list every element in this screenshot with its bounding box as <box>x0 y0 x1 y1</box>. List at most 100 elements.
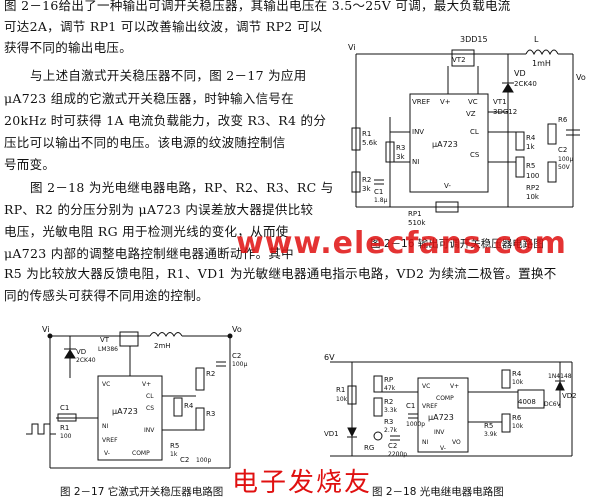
watermark-site: www.elecfans.com <box>236 226 567 261</box>
fig18-r5-label: R5 <box>484 422 493 430</box>
paragraph-3-line-4: μA723 内部的调整电路控制继电器通断动作。其中 <box>4 246 294 261</box>
fig17-pin-inv: INV <box>144 427 155 434</box>
fig16-inductor-value: 1mH <box>532 59 551 68</box>
fig18-pin-vplus: V+ <box>450 383 459 390</box>
paragraph-2-line-4: 压比可以输出不同的电压。该电源的纹波随控制信 <box>4 135 286 150</box>
fig18-pin-inv: INV <box>434 429 445 436</box>
paragraph-3-line-3: 电压，光敏电阻 RG 用于检测光线的变化，从而使 <box>4 224 289 239</box>
fig17-vo-label: Vo <box>232 325 242 334</box>
fig16-pin-vc: VC <box>468 98 478 106</box>
fig18-c1-value: 1000p <box>406 421 425 428</box>
fig18-r5-value: 3.9k <box>484 431 498 438</box>
fig18-vd1-label: VD1 <box>324 430 339 438</box>
fig16-vt1-part: 3DG12 <box>493 108 517 116</box>
figure-2-16-circuit: 3DD15 L 1mH VT2 VD 2CK40 VT1 3DG12 VREF … <box>348 32 588 236</box>
fig16-inductor-label: L <box>534 35 539 44</box>
fig17-pin-vc: VC <box>102 381 110 388</box>
fig17-pin-cl: CL <box>146 393 154 400</box>
fig16-r2-value: 3k <box>362 185 371 193</box>
figure-2-16-caption: 图 2－16 输出可调开关稳压器电路图 <box>370 238 544 250</box>
fig17-c2b-label: C2 <box>180 456 189 464</box>
fig18-r3-label: R3 <box>384 418 393 426</box>
fig16-pin-inv: INV <box>412 128 424 136</box>
fig16-r1-value: 5.6k <box>362 139 378 147</box>
fig18-r1-label: R1 <box>336 386 345 394</box>
fig18-r4-value: 10k <box>512 379 524 386</box>
watermark-brand: 电子发烧友 <box>232 468 373 498</box>
fig16-pin-cl: CL <box>470 128 479 136</box>
fig18-pin-comp: COMP <box>436 395 454 402</box>
fig17-pin-cs: CS <box>146 405 154 412</box>
fig17-r3-label: R3 <box>206 410 215 418</box>
fig16-c2-label: C2 <box>558 146 567 154</box>
fig17-pin-vminus: V- <box>104 450 110 457</box>
fig18-vd2-part: 1N4148 <box>548 373 572 380</box>
fig17-c2-label: C2 <box>232 352 241 360</box>
fig18-c2-value: 2200p <box>388 451 407 458</box>
fig16-vt1-label: VT1 <box>493 98 507 106</box>
fig17-r1-value: 100 <box>60 433 72 440</box>
fig17-c2b-value: 100p <box>196 457 211 464</box>
paragraph-1-line-1: 图 2－16给出了一种输出可调开关稳压器，其输出电压在 3.5～25V 可调，最… <box>4 0 511 13</box>
fig18-r2-value: 3.3k <box>384 407 398 414</box>
fig18-pin-vc: VC <box>422 383 430 390</box>
fig17-ic-name: μA723 <box>112 407 138 416</box>
fig16-pin-ni: NI <box>412 158 419 166</box>
fig18-supply-label: 6V <box>324 353 335 362</box>
fig16-pin-cs: CS <box>470 151 480 159</box>
fig18-pin-vminus: V- <box>440 445 446 452</box>
fig17-r2-label: R2 <box>206 370 215 378</box>
fig18-rp-value: 47k <box>384 385 396 392</box>
fig18-pin-vref: VREF <box>422 403 438 410</box>
fig18-r1-value: 10k <box>336 396 348 403</box>
figure-2-17-caption: 图 2－17 它激式开关稳压器电路图 <box>60 486 224 498</box>
paragraph-3-line-6: 同的传感头可获得不同用途的控制。 <box>4 288 209 303</box>
fig16-r3-label: R3 <box>396 144 405 152</box>
fig16-c1-value: 1.8μ <box>374 197 388 204</box>
fig17-r1-label: R1 <box>60 424 69 432</box>
paragraph-3-line-2: RP、R2 的分压分别为 μA723 内误差放大器提供比较 <box>4 202 314 217</box>
fig17-vt-label: VT <box>100 336 110 344</box>
fig16-vt2-label: VT2 <box>452 56 466 64</box>
paragraph-2-line-3: 20kHz 时可获得 1A 电流负载能力，改变 R3、R4 的分 <box>4 113 327 128</box>
fig16-rp1-label: RP1 <box>408 210 422 218</box>
paragraph-1-line-3: 获得不同的输出电压。 <box>4 40 133 55</box>
fig16-pin-vplus: V+ <box>440 98 451 106</box>
fig18-rg-label: RG <box>364 444 374 452</box>
fig16-ic-name: μA723 <box>432 140 458 149</box>
fig16-r5-label: R5 <box>526 162 535 170</box>
fig18-r2-label: R2 <box>384 398 393 406</box>
figure-2-18-caption: 图 2－18 光电继电器电路图 <box>372 486 504 498</box>
fig16-vo-label: Vo <box>576 73 586 82</box>
fig18-r6-label: R6 <box>512 414 522 422</box>
fig16-r1-label: R1 <box>362 130 371 138</box>
fig16-rp1-value: 510k <box>408 219 426 227</box>
fig18-r3-value: 2.7k <box>384 427 398 434</box>
fig17-c1-label: C1 <box>60 404 69 412</box>
fig16-c2-voltage: 50V <box>558 164 571 171</box>
paragraph-3-line-1: 图 2－18 为光电继电器电路，RP、R2、R3、RC 与 <box>30 180 334 195</box>
fig17-inductor-label: 2mH <box>154 342 171 350</box>
fig17-vd-label: VD <box>76 348 86 356</box>
fig18-c2-label: C2 <box>388 442 397 450</box>
fig17-c2-value: 100μ <box>232 361 247 368</box>
fig18-r4-label: R4 <box>512 370 522 378</box>
fig16-r2-label: R2 <box>362 176 371 184</box>
paragraph-1-line-2: 可达2A，调节 RP1 可以改善输出纹波，调节 RP2 可以 <box>4 19 323 34</box>
paragraph-2-line-5: 号而变。 <box>4 157 56 172</box>
fig18-vd2-label: VD2 <box>562 392 577 400</box>
paragraph-3-line-5: R5 为比较放大器反馈电阻，R1、VD1 为光敏继电器通电指示电路，VD2 为续… <box>4 266 557 281</box>
fig16-c2-value: 100μ <box>558 156 573 163</box>
fig16-pin-vminus: V- <box>444 182 451 190</box>
fig17-r4-label: R4 <box>184 402 194 410</box>
fig17-vd-part: 2CK40 <box>76 357 96 364</box>
fig16-vi-label: Vi <box>348 43 356 52</box>
fig16-r3-value: 3k <box>396 153 405 161</box>
fig16-vd-label: VD <box>514 69 526 78</box>
fig18-relay-label: 4008 <box>518 398 536 406</box>
fig16-r6-label: R6 <box>558 116 568 124</box>
fig17-vi-label: Vi <box>42 325 50 334</box>
paragraph-2-line-2: μA723 组成的它激式开关稳压器，时钟输入信号在 <box>4 91 294 106</box>
fig17-pin-vref: VREF <box>102 437 118 444</box>
fig17-r5-label: R5 <box>170 442 179 450</box>
